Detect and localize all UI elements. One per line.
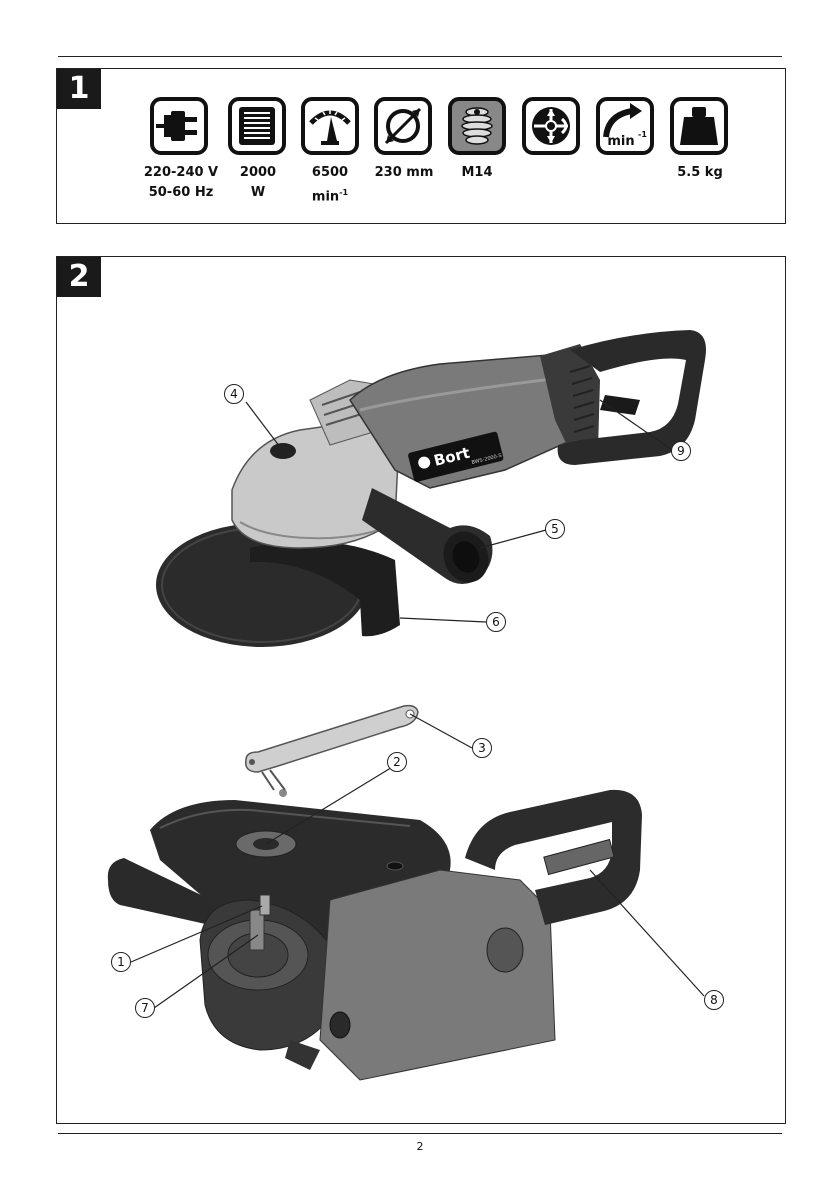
callout-8: 8 (704, 990, 724, 1010)
motor-housing-bottom (320, 870, 555, 1080)
trigger-switch (544, 840, 614, 875)
callout-3: 3 (472, 738, 492, 758)
spindle (250, 910, 264, 950)
callout-6: 6 (486, 612, 506, 632)
callout-7: 7 (135, 998, 155, 1018)
callout-4: 4 (224, 384, 244, 404)
page-number: 2 (0, 1140, 840, 1153)
spanner-wrench (246, 706, 418, 797)
callout-1: 1 (111, 952, 131, 972)
grinder-bottom-view (108, 790, 642, 1080)
callout-2: 2 (387, 752, 407, 772)
callout-9: 9 (671, 441, 691, 461)
callout-5: 5 (545, 519, 565, 539)
grinder-top-view: Bort BWS-2000-S (156, 330, 706, 647)
